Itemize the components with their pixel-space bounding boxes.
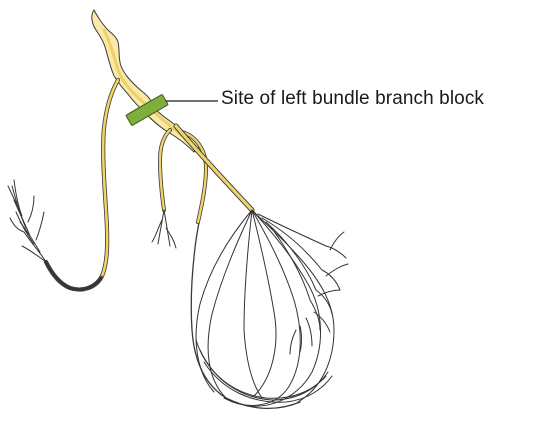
left-bundle-branch <box>152 126 300 408</box>
right-bundle-branch <box>8 80 118 290</box>
block-site-label: Site of left bundle branch block <box>221 88 484 110</box>
septal-fibers <box>152 210 176 248</box>
right-branch-fibers <box>8 180 46 262</box>
purkinje-fibers <box>196 210 348 406</box>
